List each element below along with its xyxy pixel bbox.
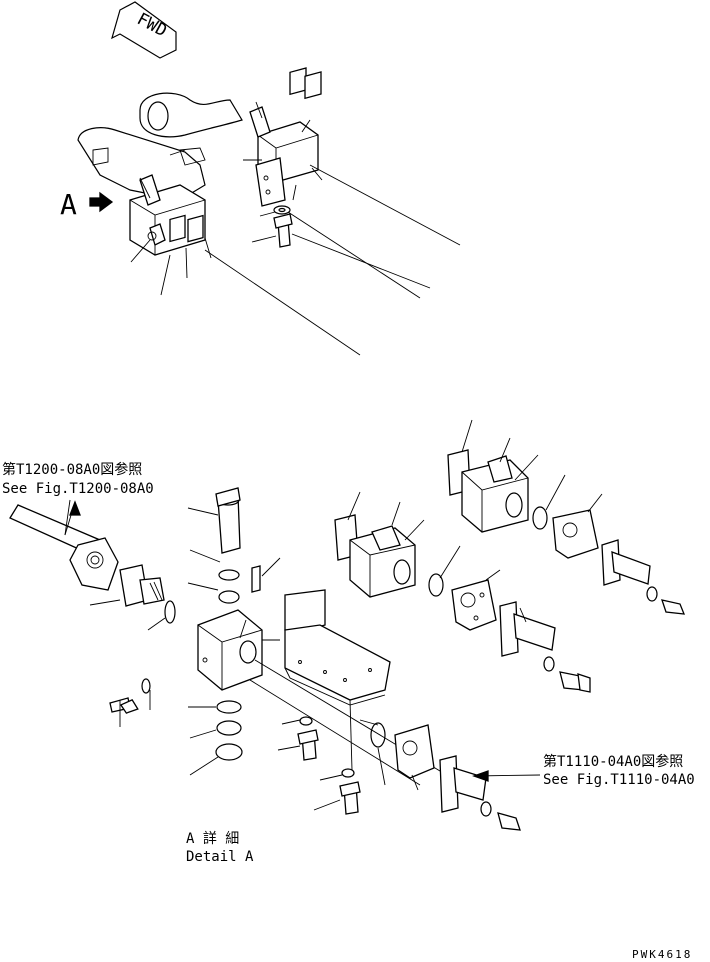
detail-title-en: Detail A bbox=[186, 849, 254, 865]
ref-top-en: See Fig.T1200-08A0 bbox=[2, 481, 154, 497]
detail-title-jp: A 詳 細 bbox=[186, 831, 239, 847]
fwd-arrow-icon: FWD bbox=[111, 1, 177, 59]
ref-top-jp: 第T1200-08A0図参照 bbox=[2, 461, 142, 478]
ref-right-jp: 第T1110-04A0図参照 bbox=[543, 753, 683, 770]
view-a-label: A bbox=[60, 188, 77, 221]
drawing-code: PWK4618 bbox=[632, 948, 692, 961]
fwd-label: FWD bbox=[134, 9, 171, 41]
top-assembly bbox=[77, 67, 461, 356]
ref-right-en: See Fig.T1110-04A0 bbox=[543, 772, 695, 788]
detail-a-assembly bbox=[9, 419, 686, 831]
